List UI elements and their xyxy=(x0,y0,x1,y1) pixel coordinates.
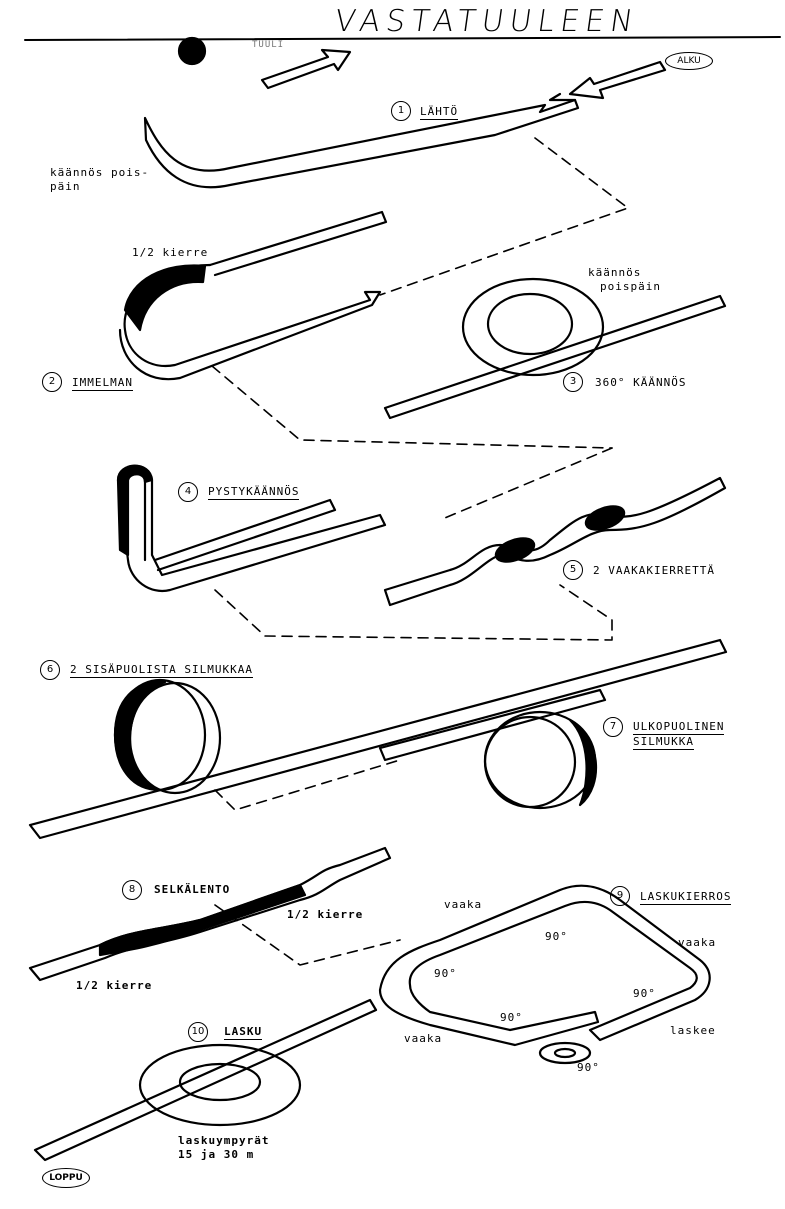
figure-4-label: PYSTYKÄÄNNÖS xyxy=(208,485,300,500)
end-label: LOPPU xyxy=(49,1173,83,1183)
angle-label-4: 90° xyxy=(500,1011,523,1024)
figure-6-number: 6 xyxy=(40,660,60,680)
half-roll-label-1: 1/2 kierre xyxy=(132,246,209,259)
half-roll-label-8a: 1/2 kierre xyxy=(76,979,153,992)
turn-away-1-line1: käännös pois- xyxy=(50,166,150,179)
figure-9-number: 9 xyxy=(610,886,630,906)
figure-3-outer-ring xyxy=(461,277,605,377)
start-badge: ALKU xyxy=(665,52,713,70)
figure-10-ribbon xyxy=(33,998,378,1162)
start-arrow xyxy=(568,60,667,100)
wind-arrow xyxy=(260,48,352,90)
connector-1-2 xyxy=(379,137,629,296)
figure-2-number: 2 xyxy=(42,372,62,392)
figure-4-top-ribbon xyxy=(153,498,337,572)
figure-9-pattern xyxy=(378,884,711,1047)
figure-10-outer-circle xyxy=(138,1043,302,1127)
level-label-3: vaaka xyxy=(404,1032,443,1045)
figure-1-zigzag xyxy=(548,92,577,102)
figure-10-inner-circle xyxy=(178,1062,262,1102)
angle-label-3: 90° xyxy=(633,987,656,1000)
figure-5-number: 5 xyxy=(563,560,583,580)
connector-8-9 xyxy=(214,904,401,966)
figure-7-dark-side xyxy=(568,718,598,807)
landing-circles-line2: 15 ja 30 m xyxy=(178,1148,255,1161)
figure-8-inverted-section xyxy=(98,883,307,957)
figure-3-label: 360° KÄÄNNÖS xyxy=(595,376,687,389)
angle-label-1: 90° xyxy=(545,930,568,943)
wind-label: TUULI xyxy=(252,40,285,50)
angle-label-5: 90° xyxy=(577,1061,600,1074)
turn-away-2-line1: käännös xyxy=(588,266,642,279)
connector-2-4 xyxy=(211,365,613,449)
level-label-1: vaaka xyxy=(444,898,483,911)
figure-5-ribbon xyxy=(383,476,727,607)
turn-away-2-line2: poispäin xyxy=(600,280,661,293)
figure-6-dark-side xyxy=(113,680,167,792)
figure-2-top-ribbon xyxy=(208,210,388,277)
figure-6-label: 2 SISÄPUOLISTA SILMUKKAA xyxy=(70,663,253,678)
descends-label: laskee xyxy=(670,1024,716,1037)
figure-9-target-inner xyxy=(553,1047,577,1059)
figure-4-dark-vertical xyxy=(116,464,154,557)
start-label: ALKU xyxy=(677,56,701,66)
figure-1-number: 1 xyxy=(391,101,411,121)
figure-3-inner-ring xyxy=(486,292,574,356)
level-label-2: vaaka xyxy=(678,936,717,949)
figure-4-inner-loop xyxy=(126,471,147,562)
figure-1-ribbon xyxy=(143,98,580,189)
figure-10-number: 10 xyxy=(188,1022,208,1042)
turn-away-1-line2: päin xyxy=(50,180,81,193)
figure-6-ribbon xyxy=(28,638,728,840)
figure-7-label-line2: SILMUKKA xyxy=(633,735,694,750)
figure-10-label: LASKU xyxy=(224,1025,263,1040)
figure-8-label: SELKÄLENTO xyxy=(154,883,231,896)
figure-3-ribbon xyxy=(383,294,727,420)
end-badge: LOPPU xyxy=(42,1168,90,1188)
figure-8-number: 8 xyxy=(122,880,142,900)
page-title: VASTATUULEEN xyxy=(332,4,642,39)
figure-9-target-outer xyxy=(538,1041,592,1065)
connector-3-4 xyxy=(439,447,613,521)
figure-7-number: 7 xyxy=(603,717,623,737)
figure-5-roll-2 xyxy=(584,505,626,531)
figure-5-label: 2 VAAKAKIERRETTÄ xyxy=(593,564,715,577)
half-roll-label-8b: 1/2 kierre xyxy=(287,908,364,921)
wind-dot xyxy=(177,36,207,66)
figure-2-dark-half-roll xyxy=(123,264,207,332)
connector-6-7 xyxy=(214,759,401,811)
figure-5-roll-1 xyxy=(494,537,536,563)
angle-label-2: 90° xyxy=(434,967,457,980)
figure-7-loop-inner xyxy=(483,715,577,809)
connector-4-6 xyxy=(214,584,613,641)
figure-1-label: LÄHTÖ xyxy=(420,105,459,120)
landing-circles-line1: laskuympyrät xyxy=(178,1134,270,1147)
header-rule xyxy=(24,36,781,41)
figure-2-label: IMMELMAN xyxy=(72,376,133,391)
figure-9-label: LASKUKIERROS xyxy=(640,890,732,905)
figure-7-ribbon xyxy=(378,688,607,762)
figure-3-number: 3 xyxy=(563,372,583,392)
figure-4-number: 4 xyxy=(178,482,198,502)
figure-7-label: ULKOPUOLINEN xyxy=(633,720,725,735)
